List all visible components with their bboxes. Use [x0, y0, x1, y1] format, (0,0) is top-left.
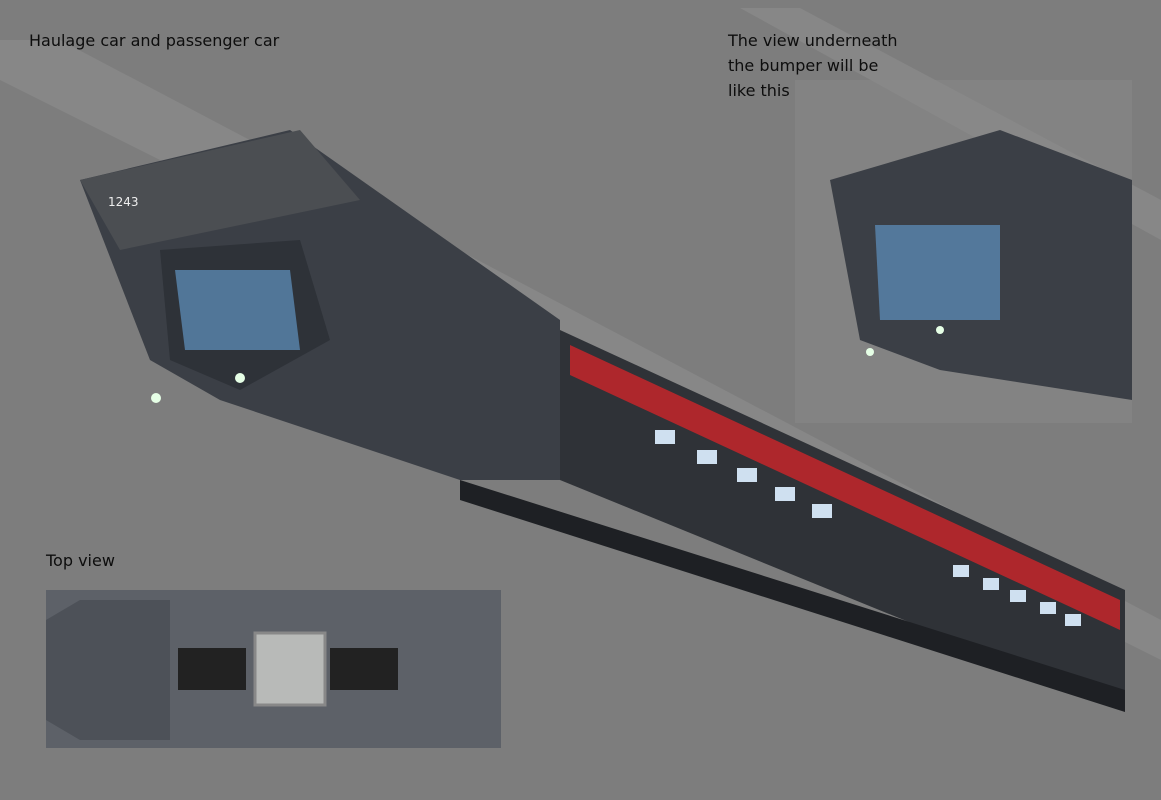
underneath-note: The view underneath the bumper will be l…	[728, 28, 928, 103]
sheet-title: Haulage car and passenger car	[29, 31, 280, 50]
note-line: like this	[728, 81, 790, 100]
top-view	[46, 590, 501, 748]
top-view-label: Top view	[46, 551, 115, 570]
passenger-car	[460, 330, 1125, 712]
note-line: The view underneath	[728, 31, 898, 50]
note-line: the bumper will be	[728, 56, 879, 75]
underneath-view	[795, 80, 1132, 423]
haulage-car	[80, 130, 560, 480]
car-number: 1243	[108, 195, 139, 209]
